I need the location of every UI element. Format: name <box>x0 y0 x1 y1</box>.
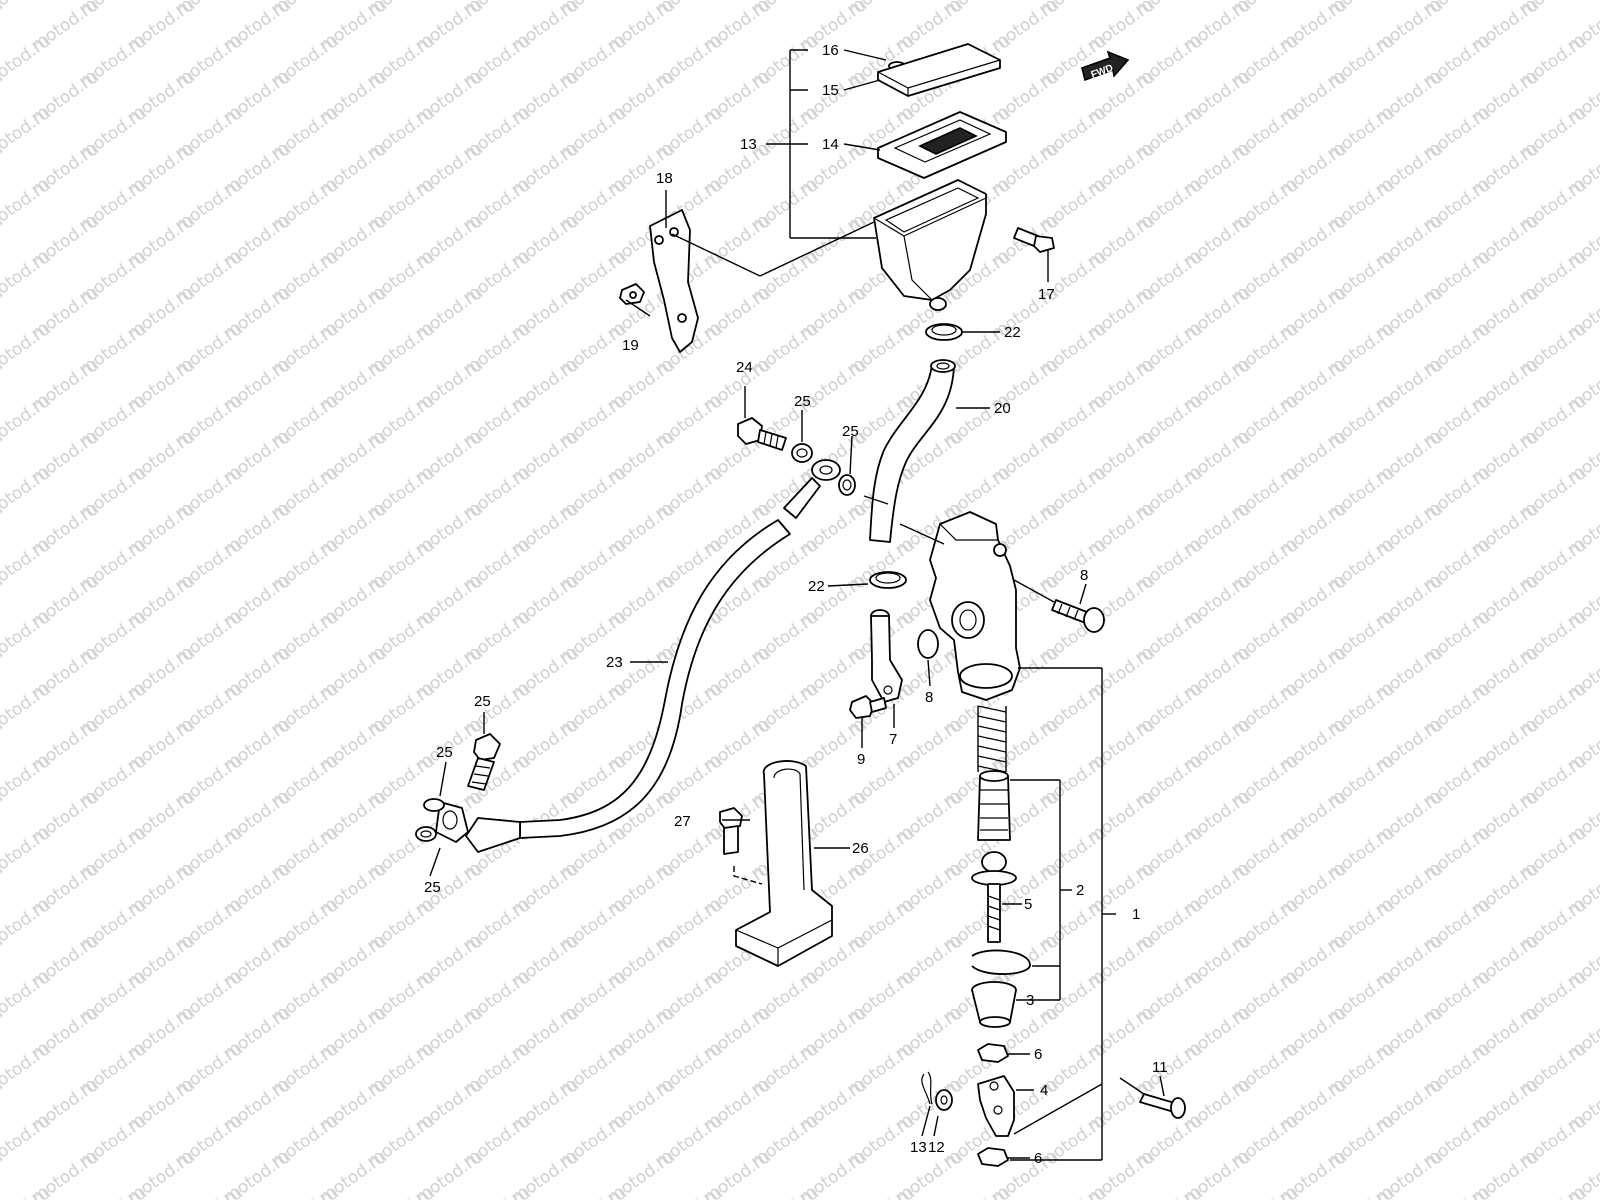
part-6-nut-upper <box>977 1043 1009 1063</box>
part-26-hose-guide <box>735 760 833 967</box>
callout-17: 16 <box>822 42 839 59</box>
callout-14: 13 <box>740 136 757 153</box>
callout-18: 17 <box>1038 286 1055 303</box>
watermark-text: motod.ru <box>651 1183 726 1200</box>
callout-20: 19 <box>622 337 639 354</box>
callout-13: 13 <box>910 1139 927 1156</box>
master-cylinder-body <box>929 511 1021 701</box>
part-22-hose-clamp-top <box>925 323 963 341</box>
banjo-fitting-lower <box>435 801 521 853</box>
callout-24-upper: 24 <box>736 359 753 376</box>
callout-numbers: 16 15 13 14 18 17 19 22 24 25 20 25 8 22… <box>424 42 1168 1167</box>
part-24-union-bolt-upper <box>737 417 787 451</box>
watermark-text: motod.ru <box>459 1183 534 1200</box>
callout-25-a: 25 <box>794 393 811 410</box>
watermark-text: motod.ru <box>171 1183 246 1200</box>
leader-lines <box>429 49 1165 1161</box>
part-25-washer-b <box>838 474 856 496</box>
watermark-text: motod.ru <box>1419 1183 1494 1200</box>
callout-6-upper: 6 <box>1034 1046 1042 1063</box>
part-13-cotter-pin <box>921 1071 933 1105</box>
callout-7: 7 <box>889 731 897 748</box>
part-22-hose-clamp-bottom <box>869 571 907 589</box>
circlip <box>971 949 1031 975</box>
part-25-washer-d <box>415 826 437 842</box>
callout-15: 14 <box>822 136 839 153</box>
callout-5: 5 <box>1024 896 1032 913</box>
part-8-o-ring <box>917 629 939 659</box>
watermark-text: motod.ru <box>1323 1183 1398 1200</box>
fwd-arrow-icon: FWD <box>1081 50 1130 82</box>
part-27-bolt <box>719 807 743 855</box>
callout-25-d: 25 <box>424 879 441 896</box>
watermark-text: motod.ru <box>1227 1183 1302 1200</box>
callout-25-b: 25 <box>842 423 859 440</box>
part-25-washer-a <box>791 443 813 463</box>
callout-3: 3 <box>1026 992 1034 1009</box>
callout-26: 26 <box>852 840 869 857</box>
watermark-text: motod.ru <box>1515 1183 1590 1200</box>
callout-1: 1 <box>1132 906 1140 923</box>
callout-23: 23 <box>606 654 623 671</box>
watermark-text: motod.ru <box>267 1183 342 1200</box>
watermark-text: motod.ru <box>939 1183 1014 1200</box>
part-15-diaphragm <box>877 111 1007 179</box>
callout-24-lower: 25 <box>474 693 491 710</box>
callout-4: 4 <box>1040 1082 1048 1099</box>
watermark-text: motod.ru <box>747 1183 822 1200</box>
part-20-nut <box>619 283 645 305</box>
part-4-clevis <box>977 1075 1015 1137</box>
part-23-brake-hose <box>519 519 791 839</box>
callout-16: 15 <box>822 82 839 99</box>
callout-21: 20 <box>994 400 1011 417</box>
callout-22-bottom: 22 <box>808 578 825 595</box>
watermark-text: motod.ru <box>363 1183 438 1200</box>
part-6-nut-lower <box>977 1147 1009 1167</box>
part-7-inlet-fitting <box>870 609 903 703</box>
callout-9: 9 <box>857 751 865 768</box>
banjo-fitting-upper <box>783 459 841 519</box>
callout-2: 2 <box>1076 882 1084 899</box>
callout-27: 27 <box>674 813 691 830</box>
part-18-bolt <box>1013 227 1055 253</box>
spring <box>977 705 1007 773</box>
callout-10: 8 <box>1080 567 1088 584</box>
part-19-bracket <box>649 209 699 353</box>
callout-22-top: 22 <box>1004 324 1021 341</box>
watermark-text: motod.ru <box>1035 1183 1110 1200</box>
callout-12: 12 <box>928 1139 945 1156</box>
part-12-washer <box>935 1089 953 1111</box>
callout-19: 18 <box>656 170 673 187</box>
callout-8: 8 <box>925 689 933 706</box>
part-3-boot <box>971 981 1017 1028</box>
reservoir-body <box>873 179 987 311</box>
callout-25-c: 25 <box>436 744 453 761</box>
part-2-piston <box>977 770 1011 841</box>
part-11-clevis-pin <box>1139 1093 1186 1119</box>
callout-6-lower: 6 <box>1034 1150 1042 1167</box>
part-21-reservoir-hose <box>869 359 956 543</box>
part-5-push-rod <box>971 851 1017 943</box>
watermark-text: motod.ru <box>843 1183 918 1200</box>
watermark-text: motod.ru <box>555 1183 630 1200</box>
watermark-text: motod.ru <box>0 0 55 20</box>
callout-11: 11 <box>1152 1059 1168 1076</box>
watermark-text: motod.ru <box>75 1183 150 1200</box>
part-25-washer-c <box>423 798 445 812</box>
watermark-text: motod.ru <box>1131 1183 1206 1200</box>
part-9-bolt <box>849 695 887 719</box>
part-24-union-bolt-lower <box>467 733 501 791</box>
part-10-bolt <box>1051 599 1105 633</box>
